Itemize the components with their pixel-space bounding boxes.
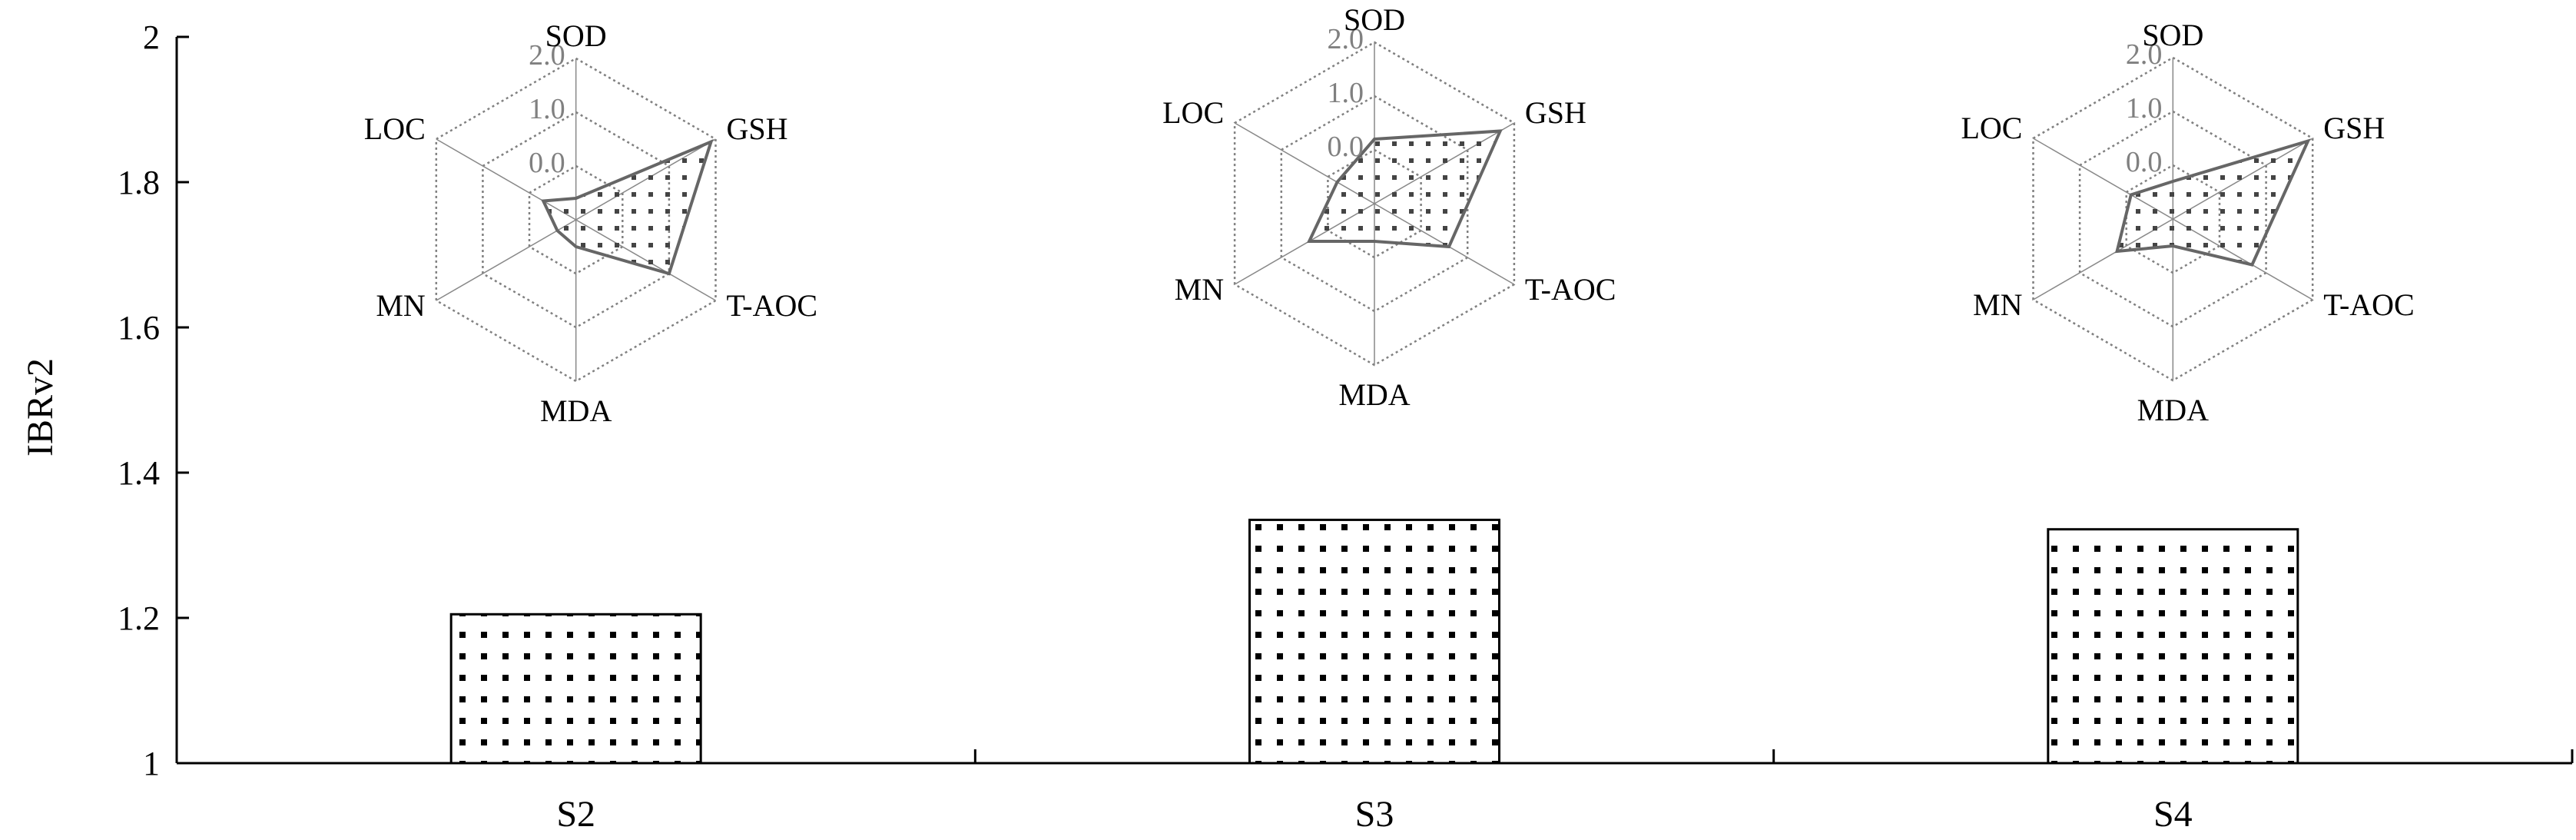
radar-axis-label: LOC	[1961, 111, 2022, 145]
radar-ring-label: 2.0	[1328, 23, 1364, 55]
radar-ring-label: 2.0	[529, 39, 565, 71]
bars-layer: S2 S3 S4	[449, 518, 2299, 835]
radar-series-polygon	[2114, 138, 2311, 267]
radar-ring-label: 2.0	[2126, 38, 2163, 71]
radar-axis-label: SOD	[545, 18, 607, 53]
y-tick-label: 1.2	[118, 599, 160, 637]
radar-ring-label: 0.0	[2126, 146, 2163, 178]
radar-axis-label: T-AOC	[1525, 272, 1616, 307]
radar-axis-label: GSH	[1525, 95, 1586, 130]
radar-axis-label: LOC	[364, 111, 426, 146]
radar-ring-label: 1.0	[529, 93, 565, 125]
radar-axis-label: SOD	[1344, 2, 1405, 37]
radar-series-polygon	[541, 138, 714, 276]
y-tick-label: 1	[143, 745, 160, 782]
radar-ring-label: 1.0	[2126, 92, 2163, 125]
y-tick-label: 1.4	[118, 454, 160, 492]
radar-axis-label: T-AOC	[2323, 287, 2415, 322]
radar-ring-label: 0.0	[529, 147, 565, 179]
y-tick-label: 1.6	[118, 309, 160, 347]
y-tick-label: 2	[143, 18, 160, 56]
x-category-label: S3	[1355, 794, 1394, 835]
y-axis-title: IBRv2	[20, 358, 61, 457]
radar-axis-label: LOC	[1162, 95, 1224, 130]
y-tick-label: 1.8	[118, 164, 160, 201]
radar-axis-label: MN	[1175, 272, 1224, 307]
bar-s3	[1248, 518, 1500, 765]
radar-axis-label: T-AOC	[727, 288, 818, 323]
radar-axis-label: MN	[376, 288, 425, 323]
radar-spoke	[436, 219, 577, 301]
radar-axis-label: MDA	[540, 393, 612, 428]
radar-axis-label: MDA	[1338, 377, 1410, 412]
bar-s2	[449, 613, 702, 765]
radar-axis-label: GSH	[2323, 111, 2385, 145]
radar-axis-label: SOD	[2142, 18, 2203, 52]
radar-series-polygon	[1306, 129, 1503, 249]
x-category-label: S4	[2153, 794, 2193, 835]
radar-axis-label: MDA	[2137, 393, 2209, 427]
x-category-label: S2	[556, 794, 595, 835]
radar-ring-label: 0.0	[1328, 131, 1364, 163]
radar-axis-label: MN	[1973, 287, 2022, 322]
radars-layer: 0.01.02.0SODGSHT-AOCMDAMNLOC0.01.02.0SOD…	[364, 2, 2415, 428]
bar-s4	[2047, 528, 2299, 765]
radar-ring-label: 1.0	[1328, 77, 1364, 109]
radar-axis-label: GSH	[727, 111, 788, 146]
